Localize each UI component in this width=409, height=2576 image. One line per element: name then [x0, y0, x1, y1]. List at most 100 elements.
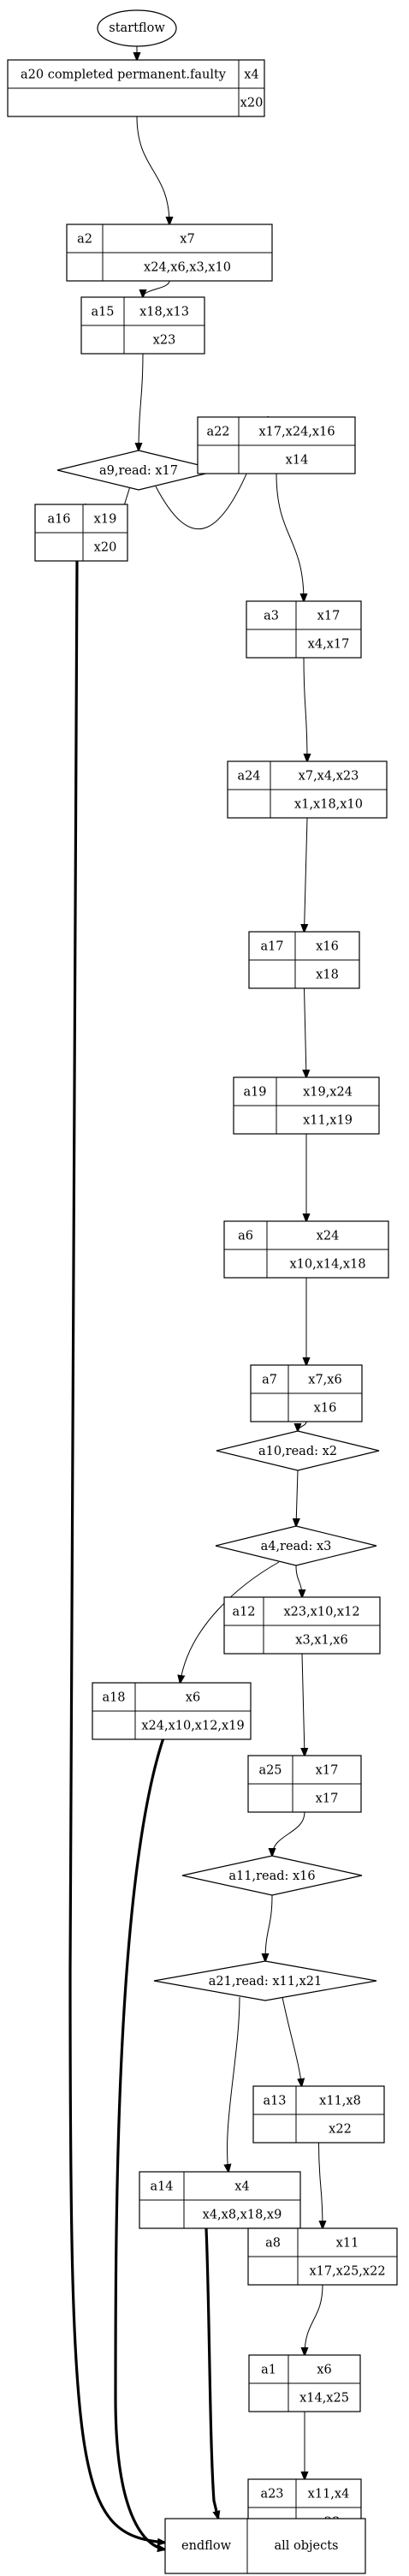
task-name: a12 — [232, 1606, 255, 1619]
decision-diamond — [216, 1430, 380, 1471]
task-outputs: x23 — [153, 334, 176, 348]
task-outputs: x18 — [316, 969, 339, 982]
task-name: a17 — [260, 940, 283, 954]
start-label: startflow — [109, 21, 165, 35]
decision-a11: a11,read: x16 — [181, 1855, 363, 1896]
task-name: a20 completed permanent.faulty — [21, 69, 227, 82]
decision-label: a10,read: x2 — [258, 1445, 337, 1458]
task-inputs: x7 — [180, 233, 194, 247]
task-name: a8 — [265, 2237, 281, 2251]
task-inputs: x11 — [336, 2237, 359, 2251]
decision-a21: a21,read: x11,x21 — [153, 1960, 377, 2001]
task-inputs: x18,x13 — [139, 306, 189, 319]
edge-a4-to-a18 — [181, 1561, 280, 1683]
decision-diamond — [56, 450, 221, 491]
task-a7: a7 x7,x6 x16 — [250, 1364, 363, 1422]
task-inputs: x6 — [186, 1691, 200, 1705]
task-outputs: x20 — [240, 97, 264, 110]
task-name: a16 — [47, 513, 70, 527]
task-name: a13 — [263, 2095, 286, 2108]
task-a20: a20 completed permanent.faulty x4 x20 — [7, 59, 265, 117]
edge-a10-to-a4 — [296, 1470, 298, 1526]
task-name: a2 — [77, 233, 92, 247]
task-inputs: x17 — [317, 610, 341, 623]
task-a15: a15 x18,x13 x23 — [80, 296, 205, 355]
task-outputs: x24,x6,x3,x10 — [144, 261, 231, 275]
edge-a2-to-a15 — [143, 280, 170, 297]
task-a8: a8 x11 x17,x25,x22 — [247, 2227, 398, 2286]
task-outputs: x22 — [329, 2123, 352, 2137]
task-outputs: x17 — [316, 1792, 339, 1806]
task-inputs: x7,x4,x23 — [299, 770, 359, 784]
task-name: a7 — [262, 1374, 277, 1387]
edge-a7-to-a10 — [298, 1421, 307, 1431]
decision-label: a11,read: x16 — [228, 1869, 315, 1883]
decision-a10: a10,read: x2 — [216, 1430, 380, 1471]
decision-diamond — [153, 1960, 377, 2001]
task-inputs: x19 — [94, 513, 117, 527]
task-name: a25 — [258, 1764, 282, 1778]
task-inputs: x24 — [317, 1230, 340, 1243]
task-outputs: x11,x19 — [303, 1114, 353, 1128]
task-outputs: x1,x18,x10 — [294, 798, 363, 812]
task-outputs: x3,x1,x6 — [295, 1634, 347, 1648]
task-outputs: x10,x14,x18 — [289, 1258, 365, 1272]
edge-a21-to-a14 — [228, 1996, 240, 2172]
edge-a24-to-a17 — [305, 817, 308, 932]
task-name: a3 — [264, 610, 279, 623]
task-outputs: x20 — [94, 541, 117, 555]
task-a17: a17 x16 x18 — [248, 931, 360, 989]
decision-label: a21,read: x11,x21 — [209, 1975, 323, 1989]
start-node: startflow — [97, 9, 177, 47]
task-inputs: x6 — [317, 2364, 331, 2377]
task-name: a15 — [91, 306, 114, 319]
decision-diamond — [181, 1855, 363, 1896]
task-a24: a24 x7,x4,x23 x1,x18,x10 — [227, 760, 388, 819]
task-outputs: x17,x25,x22 — [309, 2265, 385, 2279]
task-inputs: x17,x24,x16 — [258, 426, 335, 439]
decision-diamond — [215, 1525, 377, 1566]
task-outputs: x14 — [286, 454, 309, 468]
decision-label: a9,read: x17 — [99, 464, 178, 478]
task-inputs: x7,x6 — [308, 1374, 341, 1387]
task-inputs: x4 — [244, 69, 258, 82]
edge-a21-to-a13 — [282, 1996, 302, 2086]
task-outputs: x16 — [314, 1402, 337, 1416]
task-inputs: x16 — [316, 940, 339, 954]
task-a12: a12 x23,x10,x12 x3,x1,x6 — [223, 1596, 381, 1655]
task-outputs: x4,x8,x18,x9 — [203, 2209, 282, 2222]
node-layer: startflow a20 completed permanent.faulty x… — [7, 9, 398, 2574]
edge-a8-to-a1 — [305, 2284, 323, 2355]
task-inputs: x23,x10,x12 — [283, 1606, 359, 1619]
task-a16: a16 x19 x20 — [34, 504, 128, 562]
task-name: a23 — [260, 2488, 283, 2501]
task-name: a6 — [238, 1230, 253, 1243]
edge-a12-to-a25 — [302, 1653, 305, 1756]
task-inputs: x19,x24 — [303, 1086, 353, 1100]
task-name: a14 — [150, 2180, 173, 2194]
task-inputs: x4 — [234, 2180, 249, 2194]
task-outputs: x14,x25 — [299, 2392, 349, 2406]
task-name: a24 — [237, 770, 260, 784]
edge-a17-to-a19 — [305, 987, 307, 1077]
edge-a22-to-a3 — [276, 473, 304, 601]
edge-a11-to-a21 — [265, 1894, 273, 1961]
task-inputs: x11,x8 — [319, 2095, 361, 2108]
start-ellipse — [97, 9, 177, 47]
task-a2: a2 x7 x24,x6,x3,x10 — [66, 224, 273, 282]
edge-a13-to-a8 — [318, 2142, 323, 2228]
edge-a14-to-end — [204, 2227, 218, 2519]
edge-a18-to-end — [114, 1738, 165, 2549]
edge-a3-to-a24 — [304, 657, 307, 761]
edge-a16-to-end — [68, 560, 165, 2543]
decision-a9: a9,read: x17 — [56, 450, 221, 491]
task-outputs: x24,x10,x12,x19 — [141, 1720, 244, 1733]
